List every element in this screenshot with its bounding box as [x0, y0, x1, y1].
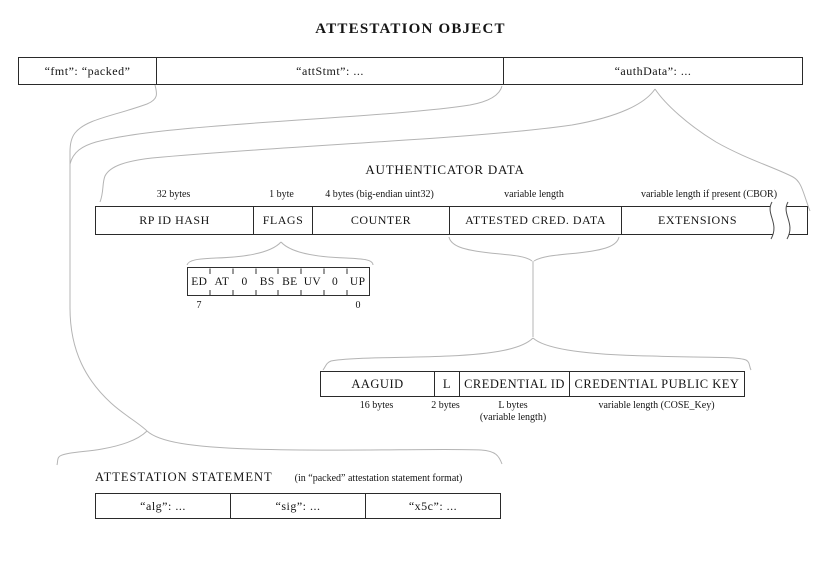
bit-be: BE [282, 275, 298, 288]
attested-cred-funnel-left [448, 236, 533, 262]
credential-public-key-size: variable length (COSE_Key) [598, 400, 715, 411]
attestation-statement-title: ATTESTATION STATEMENT [95, 470, 273, 484]
authdata-brace-left-arm [99, 88, 656, 203]
flags-brace-right [280, 241, 374, 266]
attstmt-umbrella-left [56, 430, 148, 466]
rp-id-hash-cell: RP ID HASH [139, 213, 210, 227]
rp-id-hash-size: 32 bytes [156, 189, 191, 200]
bit-at: AT [214, 275, 230, 288]
attstmt-connector-left-line [69, 84, 158, 432]
flags-bits-box: ED AT 0 BS BE UV 0 UP [187, 267, 370, 296]
credential-id-size-line2: (variable length) [479, 411, 547, 423]
l-size: 2 bytes [431, 400, 460, 411]
authenticator-data-title: AUTHENTICATOR DATA [365, 162, 525, 177]
attested-cred-umbrella-right [532, 337, 752, 371]
attested-cred-umbrella-left [322, 337, 534, 371]
fmt-cell: “fmt”: “packed” [44, 63, 131, 78]
aaguid-size: 16 bytes [359, 400, 394, 411]
bit-up: UP [349, 275, 366, 288]
flags-size: 1 byte [269, 189, 294, 200]
attested-cred-data-cell: ATTESTED CRED. DATA [449, 207, 621, 234]
flags-brace-left [186, 241, 282, 266]
sig-cell: “sig”: ... [230, 494, 365, 518]
bit-index-high: 7 [196, 300, 202, 311]
extensions-cell: EXTENSIONS [621, 207, 807, 234]
counter-size: 4 bytes (big-endian uint32) [325, 189, 434, 200]
bit-bs: BS [259, 275, 275, 288]
counter-cell: COUNTER [312, 207, 449, 234]
aaguid-cell: AAGUID [351, 376, 404, 391]
credential-id-size-line1: L bytes [498, 400, 528, 411]
attestation-statement-row: “alg”: ... “sig”: ... “x5c”: ... [95, 493, 501, 519]
bit-zero-5: 0 [241, 275, 248, 288]
bit-uv: UV [303, 275, 322, 288]
l-cell: L [434, 372, 459, 396]
bit-zero-1: 0 [331, 275, 339, 288]
flags-cell: FLAGS [253, 207, 312, 234]
attestation-statement-heading: ATTESTATION STATEMENT (in “packed” attes… [95, 470, 462, 485]
attstmt-connector-right-line [69, 85, 503, 165]
attstmt-cell: “attStmt”: ... [156, 58, 503, 84]
x5c-cell: “x5c”: ... [365, 494, 500, 518]
attested-cred-funnel-right [533, 236, 620, 262]
credential-public-key-cell: CREDENTIAL PUBLIC KEY [569, 372, 744, 396]
authenticator-data-row: RP ID HASH FLAGS COUNTER ATTESTED CRED. … [95, 206, 808, 235]
attested-credential-data-row: AAGUID L CREDENTIAL ID CREDENTIAL PUBLIC… [320, 371, 745, 397]
attestation-statement-subtitle: (in “packed” attestation statement forma… [294, 473, 463, 484]
attstmt-umbrella-right [146, 430, 503, 465]
bit-index-low: 0 [355, 300, 361, 311]
extensions-size: variable length if present (CBOR) [640, 189, 778, 200]
alg-cell: “alg”: ... [140, 498, 186, 513]
attestation-object-row: “fmt”: “packed” “attStmt”: ... “authData… [18, 57, 803, 85]
credential-id-size: L bytes (variable length) [458, 400, 568, 423]
bit-ed: ED [191, 275, 208, 288]
authdata-cell: “authData”: ... [503, 58, 802, 84]
attested-cred-data-size: variable length [504, 189, 564, 200]
page-title: ATTESTATION OBJECT [315, 21, 506, 37]
credential-id-cell: CREDENTIAL ID [459, 372, 569, 396]
